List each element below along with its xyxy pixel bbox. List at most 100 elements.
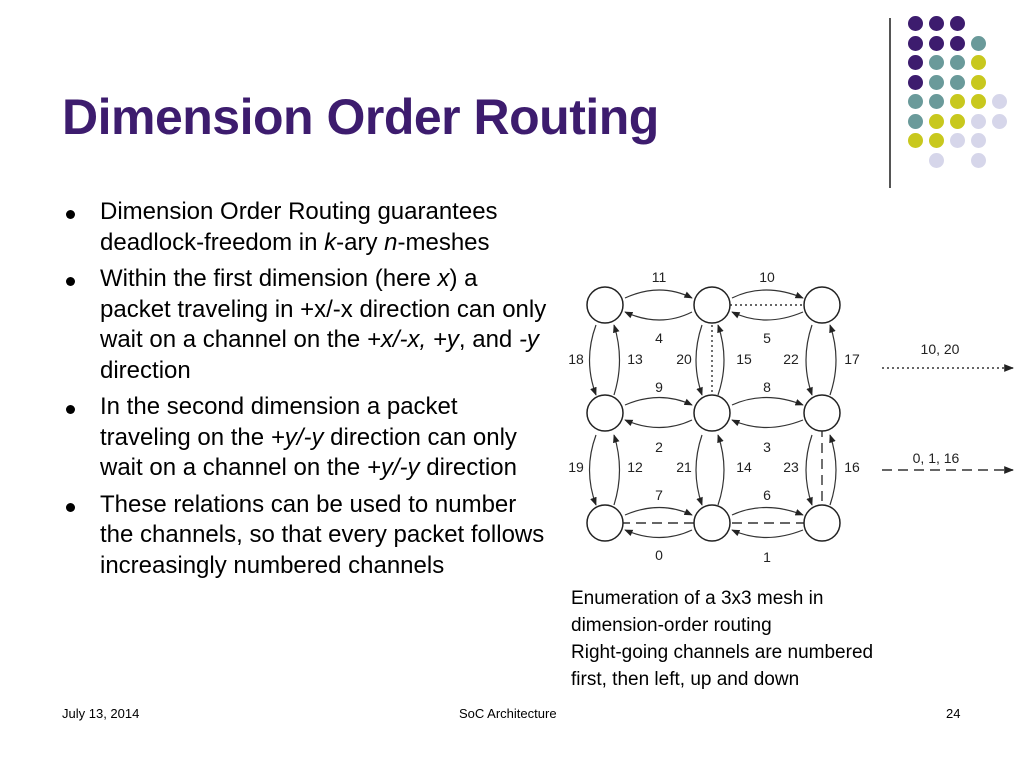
channel-label: 12 — [627, 459, 643, 475]
channel-label: 20 — [676, 351, 692, 367]
bullet-text: direction can only wait on a channel on … — [100, 423, 517, 482]
channel-arrow — [731, 506, 804, 516]
channel-arrow — [805, 434, 813, 506]
mesh-node — [803, 504, 841, 542]
decorative-dot — [971, 74, 986, 90]
channel-arrow — [717, 324, 725, 396]
legend-label-dashed: 0, 1, 16 — [913, 450, 960, 466]
figure-caption: Enumeration of a 3x3 mesh in dimension-o… — [571, 585, 873, 693]
channel-label: 6 — [763, 487, 771, 503]
mesh-node — [803, 286, 841, 324]
channel-arrow — [731, 289, 804, 299]
decorative-dot — [971, 133, 986, 148]
channel-arrow — [731, 529, 804, 539]
channel-arrow — [624, 396, 693, 406]
caption-line: Right-going channels are numbered — [571, 642, 874, 663]
decorative-dot — [929, 113, 944, 129]
channel-arrow — [731, 419, 804, 429]
bullet-item: Within the first dimension (here x) a pa… — [62, 264, 552, 386]
slide-title: Dimension Order Routing — [62, 89, 659, 145]
decorative-dot — [971, 113, 986, 129]
bullet-dot-icon — [66, 405, 75, 414]
channel-arrow — [624, 529, 693, 539]
mesh-node — [693, 394, 731, 432]
decorative-dot — [929, 16, 944, 31]
decorative-dot — [929, 74, 944, 90]
channel-arrow — [805, 324, 813, 396]
bullet-text: +x/-x, +y — [366, 326, 459, 353]
channel-label: 17 — [844, 351, 860, 367]
channel-arrow — [829, 434, 837, 506]
caption-line: Enumeration of a 3x3 mesh in — [571, 588, 824, 609]
bullet-text: -ary — [336, 228, 385, 256]
caption-line: dimension-order routing — [571, 615, 772, 636]
channel-label: 10 — [759, 269, 775, 285]
channel-arrow — [731, 311, 804, 321]
channel-arrow — [588, 434, 597, 506]
channel-label: 21 — [676, 459, 692, 475]
bullet-dot-icon — [66, 210, 75, 219]
legend-label-dotted: 10, 20 — [921, 341, 960, 357]
decorative-dot — [950, 74, 965, 90]
channel-label: 18 — [568, 351, 584, 367]
footer-page-number: 24 — [946, 706, 961, 721]
channel-label: 2 — [655, 439, 663, 455]
channel-label: 9 — [655, 379, 663, 395]
decorative-dot — [971, 55, 986, 70]
bullet-text: -meshes — [397, 228, 490, 256]
channel-label: 13 — [627, 351, 643, 367]
decorative-dot — [908, 35, 923, 51]
bullet-dot-icon — [66, 502, 75, 512]
bullet-item: These relations can be used to number th… — [62, 490, 552, 582]
channel-label: 8 — [763, 379, 771, 395]
bullet-text: -y — [518, 326, 539, 353]
channel-arrow — [624, 289, 693, 299]
channel-label: 0 — [655, 547, 663, 563]
decorative-dot — [908, 94, 923, 109]
channel-label: 19 — [568, 459, 584, 475]
bullet-text: n — [384, 228, 398, 256]
decorative-dot — [950, 35, 965, 51]
channel-arrow — [588, 324, 597, 396]
channel-arrow — [731, 396, 804, 406]
mesh-node — [693, 286, 731, 324]
channel-label: 14 — [736, 459, 752, 475]
mesh-node — [586, 286, 624, 324]
bullet-item: In the second dimension a packet traveli… — [62, 392, 552, 484]
decorative-dot — [950, 113, 965, 129]
decorative-dot — [992, 113, 1007, 129]
channel-label: 7 — [655, 487, 663, 503]
bullet-text: direction — [419, 454, 517, 481]
bullet-text: ) a packet traveling in +x/-x direction … — [100, 265, 547, 353]
channel-label: 4 — [655, 330, 663, 346]
decorative-divider — [889, 18, 891, 188]
channel-arrow — [624, 506, 693, 516]
channel-arrow — [613, 434, 621, 506]
mesh-node — [586, 504, 624, 542]
channel-arrow — [613, 324, 621, 396]
channel-label: 1 — [763, 549, 771, 565]
decorative-dot — [908, 74, 923, 90]
bullet-text: direction — [100, 356, 191, 384]
decorative-dot — [908, 55, 923, 70]
bullet-text: , and — [458, 326, 519, 353]
caption-line: first, then left, up and down — [571, 669, 800, 690]
channel-label: 23 — [783, 459, 799, 475]
footer-date: July 13, 2014 — [62, 706, 140, 721]
bullet-text: Dimension Order Routing guarantees deadl… — [100, 198, 498, 256]
decorative-dot — [971, 152, 986, 168]
bullet-text: In the second dimension a packet traveli… — [100, 393, 458, 451]
mesh-node — [586, 394, 624, 432]
decorative-dot — [992, 94, 1007, 109]
decorative-dot — [929, 35, 944, 51]
decorative-dot — [950, 133, 965, 148]
mesh-node — [693, 504, 731, 542]
footer-course: SoC Architecture — [459, 706, 557, 721]
decorative-dot — [971, 35, 986, 51]
decorative-dot — [929, 55, 944, 70]
decorative-dot — [929, 94, 944, 109]
bullet-item: Dimension Order Routing guarantees deadl… — [62, 197, 552, 258]
channel-label: 11 — [652, 269, 667, 285]
channel-arrow — [717, 434, 725, 506]
